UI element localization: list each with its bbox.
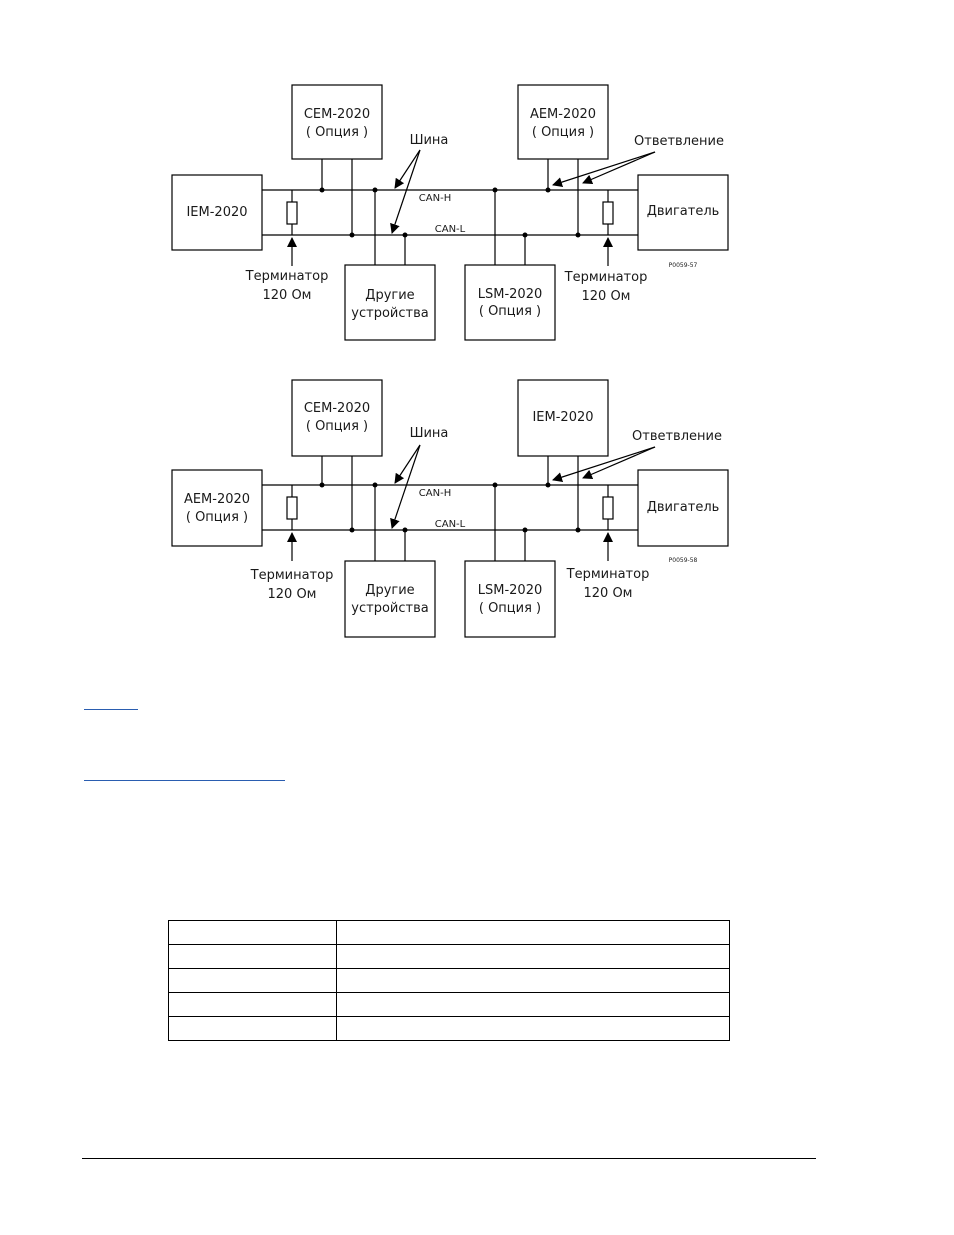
- table-row: [168, 944, 730, 969]
- top-right-module-sub: ( Опция ): [532, 125, 594, 140]
- can-bus-diagram-2: AEM-2020 ( Опция ) CEM-2020 ( Опция ) IE…: [0, 365, 954, 655]
- table-row: [168, 1016, 730, 1041]
- table-cell: [336, 1016, 730, 1041]
- bottom-left-module-box: [344, 264, 436, 341]
- spec-table: [168, 920, 730, 1041]
- figure-id: P0059-58: [669, 557, 698, 564]
- table-cell: [168, 920, 337, 945]
- terminator-left-resistor: [286, 496, 298, 520]
- bottom-left-module-label: Другие: [365, 583, 414, 598]
- engine-box: [637, 469, 729, 547]
- terminator-left-label: Терминатор: [245, 269, 329, 284]
- bus-label: Шина: [410, 426, 449, 441]
- terminator-right-label: Терминатор: [566, 567, 650, 582]
- table-cell: [336, 992, 730, 1017]
- terminator-left-label: Терминатор: [250, 568, 334, 583]
- top-right-module-box: [517, 84, 609, 160]
- branch-label: Ответвление: [634, 134, 724, 149]
- top-left-module-label: CEM-2020: [304, 107, 370, 122]
- bottom-right-module-label: LSM-2020: [478, 287, 543, 302]
- top-left-module-box: [291, 379, 383, 457]
- table-cell: [336, 920, 730, 945]
- can-h-label: CAN-H: [419, 193, 451, 204]
- table-cell: [168, 1016, 337, 1041]
- left-module-label: AEM-2020: [184, 492, 250, 507]
- table-cell: [168, 944, 337, 969]
- bottom-left-module-sub: устройства: [351, 306, 428, 321]
- hyperlink-1[interactable]: [84, 709, 138, 710]
- terminator-right-value: 120 Ом: [584, 586, 633, 601]
- table-cell: [168, 968, 337, 993]
- can-bus-diagram-svg: AEM-2020 ( Опция ) CEM-2020 ( Опция ) IE…: [171, 379, 729, 638]
- can-bus-diagram-svg: IEM-2020 CEM-2020 ( Опция ) AEM-2020 ( О…: [171, 84, 729, 341]
- top-left-module-sub: ( Опция ): [306, 419, 368, 434]
- top-left-module-box: [291, 84, 383, 160]
- top-right-module-label: AEM-2020: [530, 107, 596, 122]
- can-h-label: CAN-H: [419, 488, 451, 499]
- bottom-right-module-sub: ( Опция ): [479, 601, 541, 616]
- can-l-label: CAN-L: [435, 519, 466, 530]
- engine-box: [637, 174, 729, 251]
- engine-label: Двигатель: [647, 500, 720, 515]
- footer-divider: [82, 1158, 816, 1159]
- bottom-right-module-box: [464, 560, 556, 638]
- top-left-module-sub: ( Опция ): [306, 125, 368, 140]
- table-row: [168, 968, 730, 993]
- hyperlink-2[interactable]: [84, 780, 285, 781]
- terminator-left-value: 120 Ом: [268, 587, 317, 602]
- terminator-right-value: 120 Ом: [582, 289, 631, 304]
- can-l-label: CAN-L: [435, 224, 466, 235]
- table-row: [168, 920, 730, 945]
- table-cell: [168, 992, 337, 1017]
- table-cell: [336, 944, 730, 969]
- terminator-right-resistor: [602, 201, 614, 225]
- table-row: [168, 992, 730, 1017]
- engine-label: Двигатель: [647, 204, 720, 219]
- terminator-left-resistor: [286, 201, 298, 225]
- bottom-right-module-sub: ( Опция ): [479, 304, 541, 319]
- top-right-module-label: IEM-2020: [532, 410, 593, 425]
- bus-label: Шина: [410, 133, 449, 148]
- figure-id: P0059-57: [669, 262, 698, 269]
- bottom-right-module-label: LSM-2020: [478, 583, 543, 598]
- bottom-left-module-box: [344, 560, 436, 638]
- left-module-label: IEM-2020: [186, 205, 247, 220]
- bottom-left-module-sub: устройства: [351, 601, 428, 616]
- top-left-module-label: CEM-2020: [304, 401, 370, 416]
- bottom-left-module-label: Другие: [365, 288, 414, 303]
- top-right-module-box: [517, 379, 609, 457]
- left-module-box: [171, 469, 263, 547]
- left-module-sub: ( Опция ): [186, 510, 248, 525]
- branch-label: Ответвление: [632, 429, 722, 444]
- left-module-box: [171, 174, 263, 251]
- can-bus-diagram-1: IEM-2020 CEM-2020 ( Опция ) AEM-2020 ( О…: [0, 70, 954, 360]
- table-cell: [336, 968, 730, 993]
- terminator-right-label: Терминатор: [564, 270, 648, 285]
- terminator-right-resistor: [602, 496, 614, 520]
- terminator-left-value: 120 Ом: [263, 288, 312, 303]
- bottom-right-module-box: [464, 264, 556, 341]
